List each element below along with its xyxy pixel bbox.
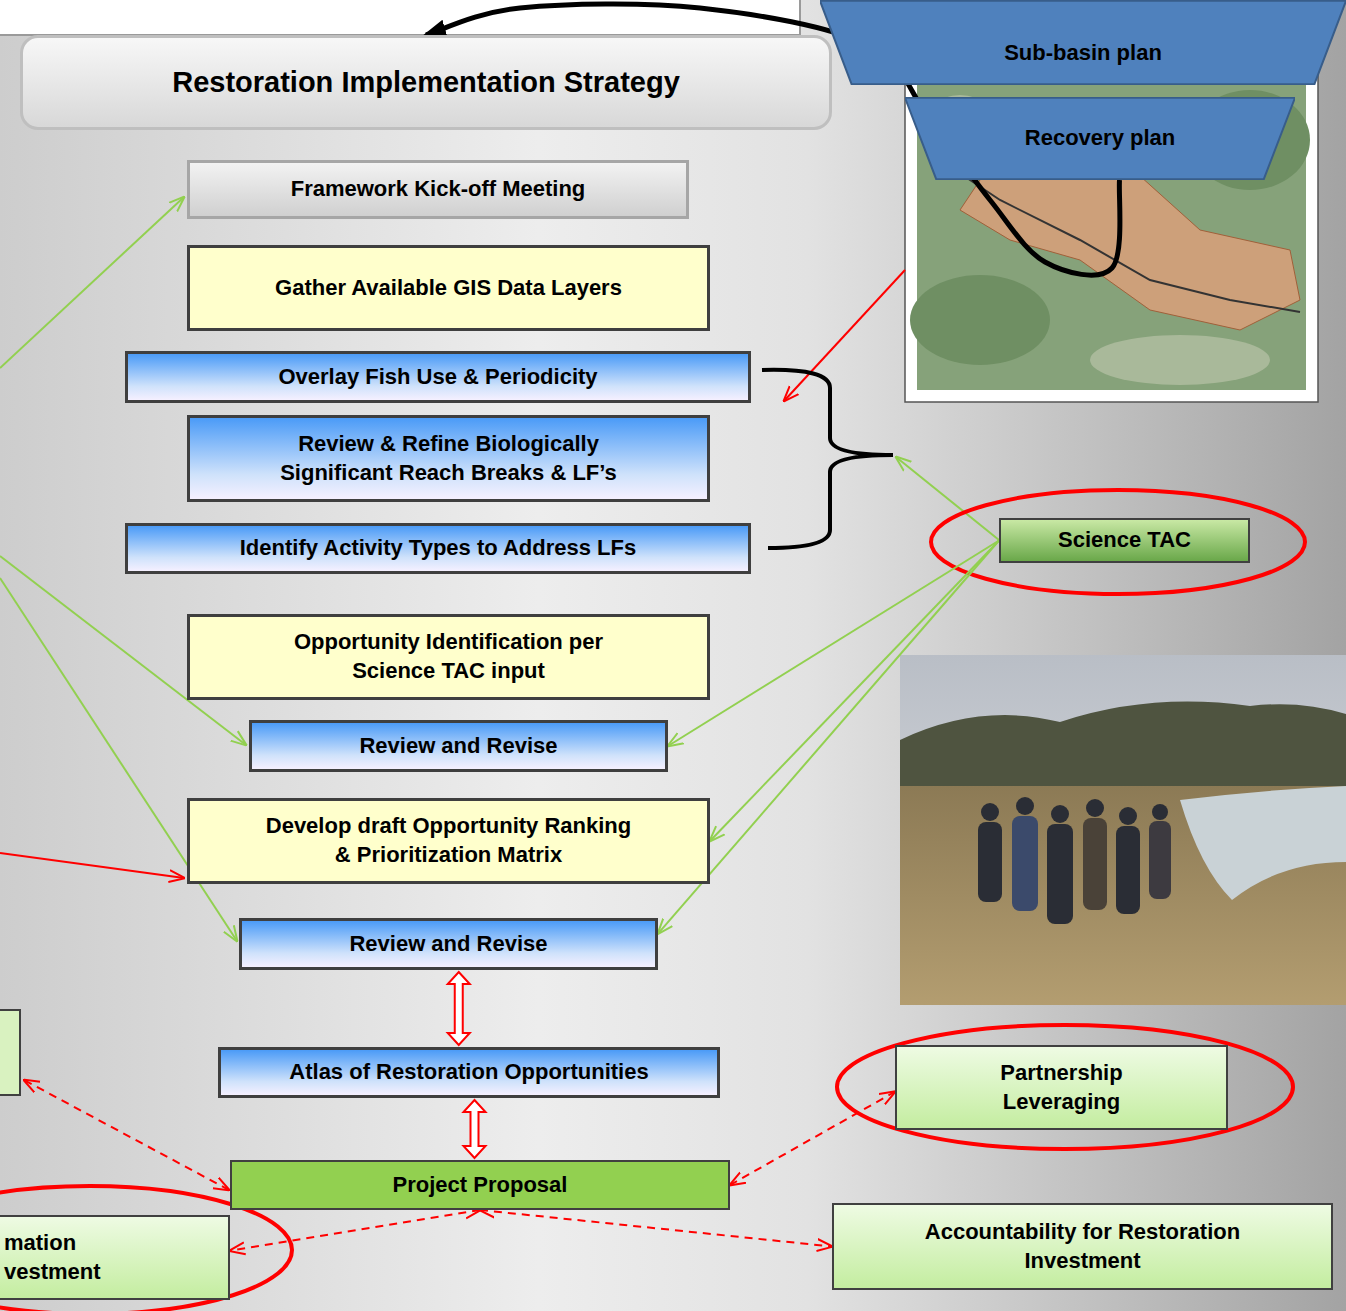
plan-banner: Sub-basin plan xyxy=(820,0,1346,85)
process-box: Review & Refine Biologically Significant… xyxy=(187,415,710,502)
highlight-ellipse xyxy=(931,490,1305,594)
node-label: Review & Refine Biologically Significant… xyxy=(269,430,629,487)
node-label: mation vestment xyxy=(4,1229,114,1286)
input-arrow xyxy=(710,541,999,842)
node-label: Review and Revise xyxy=(359,732,557,761)
double-arrow xyxy=(448,972,470,1045)
double-arrow xyxy=(464,1100,486,1158)
dashed-link xyxy=(730,1092,895,1185)
outcome-box: Partnership Leveraging xyxy=(895,1045,1228,1130)
watershed-map xyxy=(905,65,1318,402)
node-label: Restoration Implementation Strategy xyxy=(172,64,680,102)
process-box: Develop draft Opportunity Ranking & Prio… xyxy=(187,798,710,884)
process-box: Framework Kick-off Meeting xyxy=(187,160,689,219)
leader-arrow xyxy=(896,457,999,540)
field-photo xyxy=(900,655,1346,1005)
node-label: Framework Kick-off Meeting xyxy=(291,175,586,204)
leader-arrow xyxy=(784,270,905,401)
review-box: Review and Revise xyxy=(249,720,668,772)
highlight-ellipse xyxy=(837,1025,1293,1149)
title-box: Restoration Implementation Strategy xyxy=(20,35,832,130)
cut-off-box xyxy=(0,1010,20,1095)
node-label: Opportunity Identification per Science T… xyxy=(274,628,624,685)
node-label: Partnership Leveraging xyxy=(962,1059,1162,1116)
node-label: Recovery plan xyxy=(1025,124,1175,153)
trapezoid-outline xyxy=(820,1,1346,84)
node-label: Gather Available GIS Data Layers xyxy=(275,274,622,303)
node-label: Sub-basin plan xyxy=(1004,39,1162,68)
dashed-link xyxy=(230,1210,480,1251)
node-label: Review and Revise xyxy=(349,930,547,959)
process-box: Opportunity Identification per Science T… xyxy=(187,614,710,700)
proposal-box: Project Proposal xyxy=(230,1160,730,1210)
plan-banner: Recovery plan xyxy=(905,97,1295,180)
product-box: Atlas of Restoration Opportunities xyxy=(218,1047,720,1098)
review-box: Review and Revise xyxy=(239,918,658,970)
leader-arrow xyxy=(0,197,184,368)
outcome-box: mation vestment xyxy=(0,1215,230,1300)
node-label: Accountability for Restoration Investmen… xyxy=(893,1218,1273,1275)
leader-arrow xyxy=(0,853,184,878)
committee-box: Science TAC xyxy=(999,518,1250,563)
dashed-link xyxy=(24,1080,229,1190)
node-label: Develop draft Opportunity Ranking & Prio… xyxy=(261,812,637,869)
node-label: Atlas of Restoration Opportunities xyxy=(289,1058,648,1087)
dashed-link xyxy=(480,1210,832,1247)
node-label: Project Proposal xyxy=(393,1171,568,1200)
process-box: Overlay Fish Use & Periodicity xyxy=(125,351,751,403)
bracket xyxy=(762,370,893,548)
outcome-box: Accountability for Restoration Investmen… xyxy=(832,1203,1333,1290)
trapezoid-outline xyxy=(905,98,1295,179)
process-box: Gather Available GIS Data Layers xyxy=(187,245,710,331)
node-label: Science TAC xyxy=(1058,526,1191,555)
node-label: Overlay Fish Use & Periodicity xyxy=(278,363,597,392)
node-label: Identify Activity Types to Address LFs xyxy=(240,534,636,563)
process-box: Identify Activity Types to Address LFs xyxy=(125,523,751,574)
